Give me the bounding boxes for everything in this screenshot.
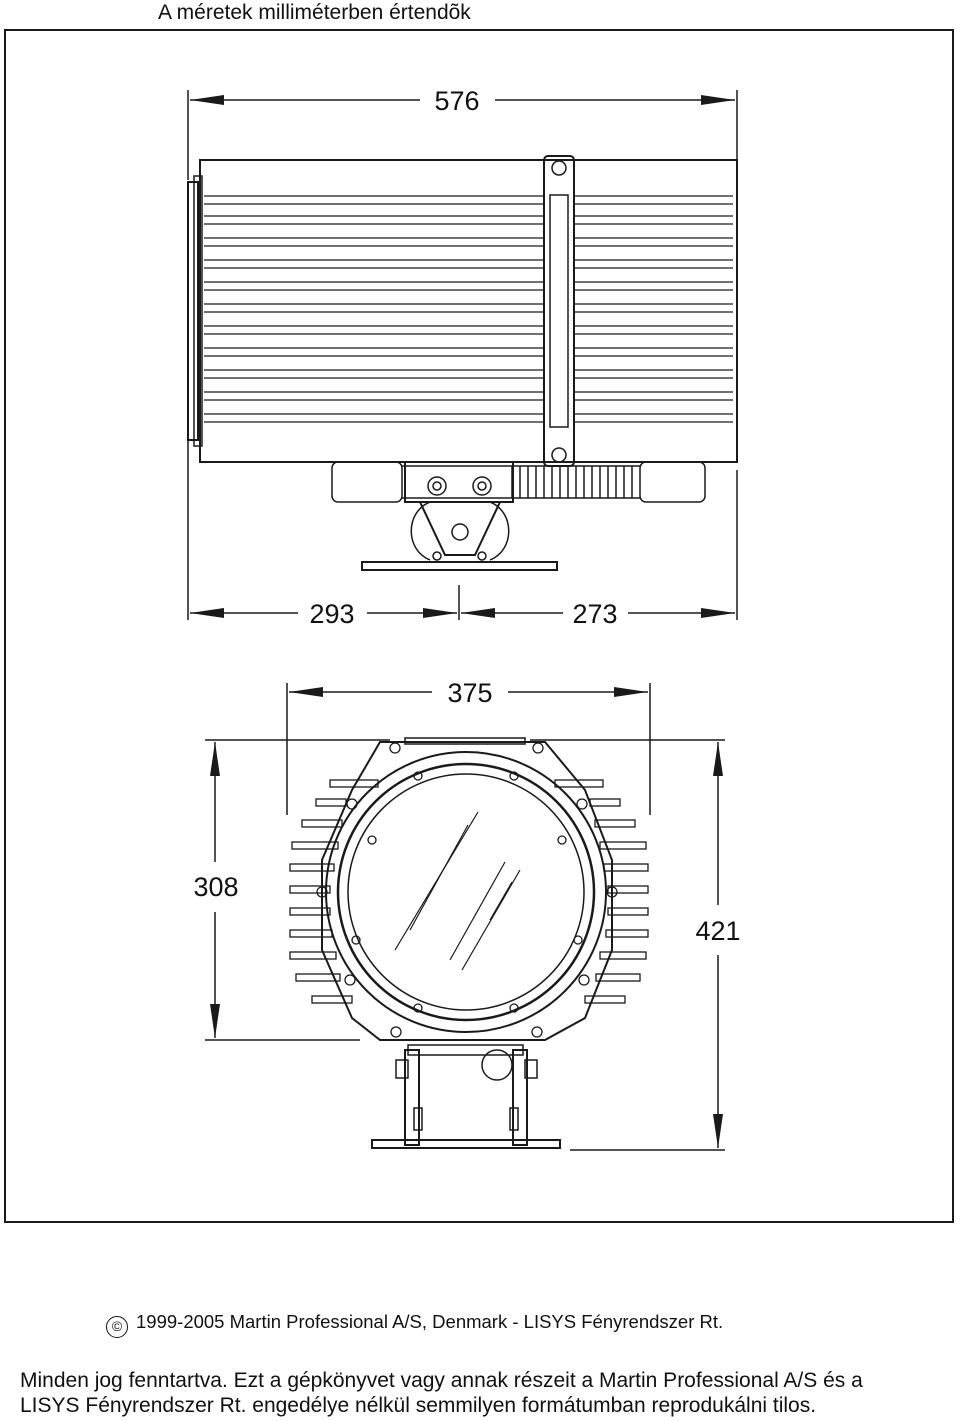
dim-total-height: 421 [695, 916, 740, 946]
cooling-fins [204, 195, 733, 423]
lens-glare [394, 811, 521, 971]
bezel-screws [316, 742, 618, 1038]
side-dimensions [190, 95, 735, 618]
rights-notice: Minden jog fenntartva. Ezt a gépkönyvet … [20, 1368, 950, 1418]
rights-line-1: Minden jog fenntartva. Ezt a gépkönyvet … [20, 1369, 863, 1392]
front-view [205, 683, 725, 1151]
copyright-text: 1999-2005 Martin Professional A/S, Denma… [136, 1311, 724, 1332]
dim-rear-length: 273 [572, 599, 617, 629]
dim-overall-length: 576 [434, 86, 479, 116]
copyright-line: © 1999-2005 Martin Professional A/S, Denm… [106, 1309, 723, 1338]
technical-drawing: 576 293 273 [187, 86, 741, 1151]
drawing-frame [4, 29, 954, 1223]
side-view [187, 90, 738, 620]
page-heading: A méretek milliméterben értendõk [158, 1, 471, 24]
dim-front-length: 293 [309, 599, 354, 629]
front-dimensions [210, 687, 723, 1148]
dim-width: 375 [447, 678, 492, 708]
rights-line-2: LISYS Fényrendszer Rt. engedélye nélkül … [20, 1394, 817, 1417]
copyright-symbol: © [106, 1316, 128, 1338]
dim-lens-height: 308 [193, 872, 238, 902]
